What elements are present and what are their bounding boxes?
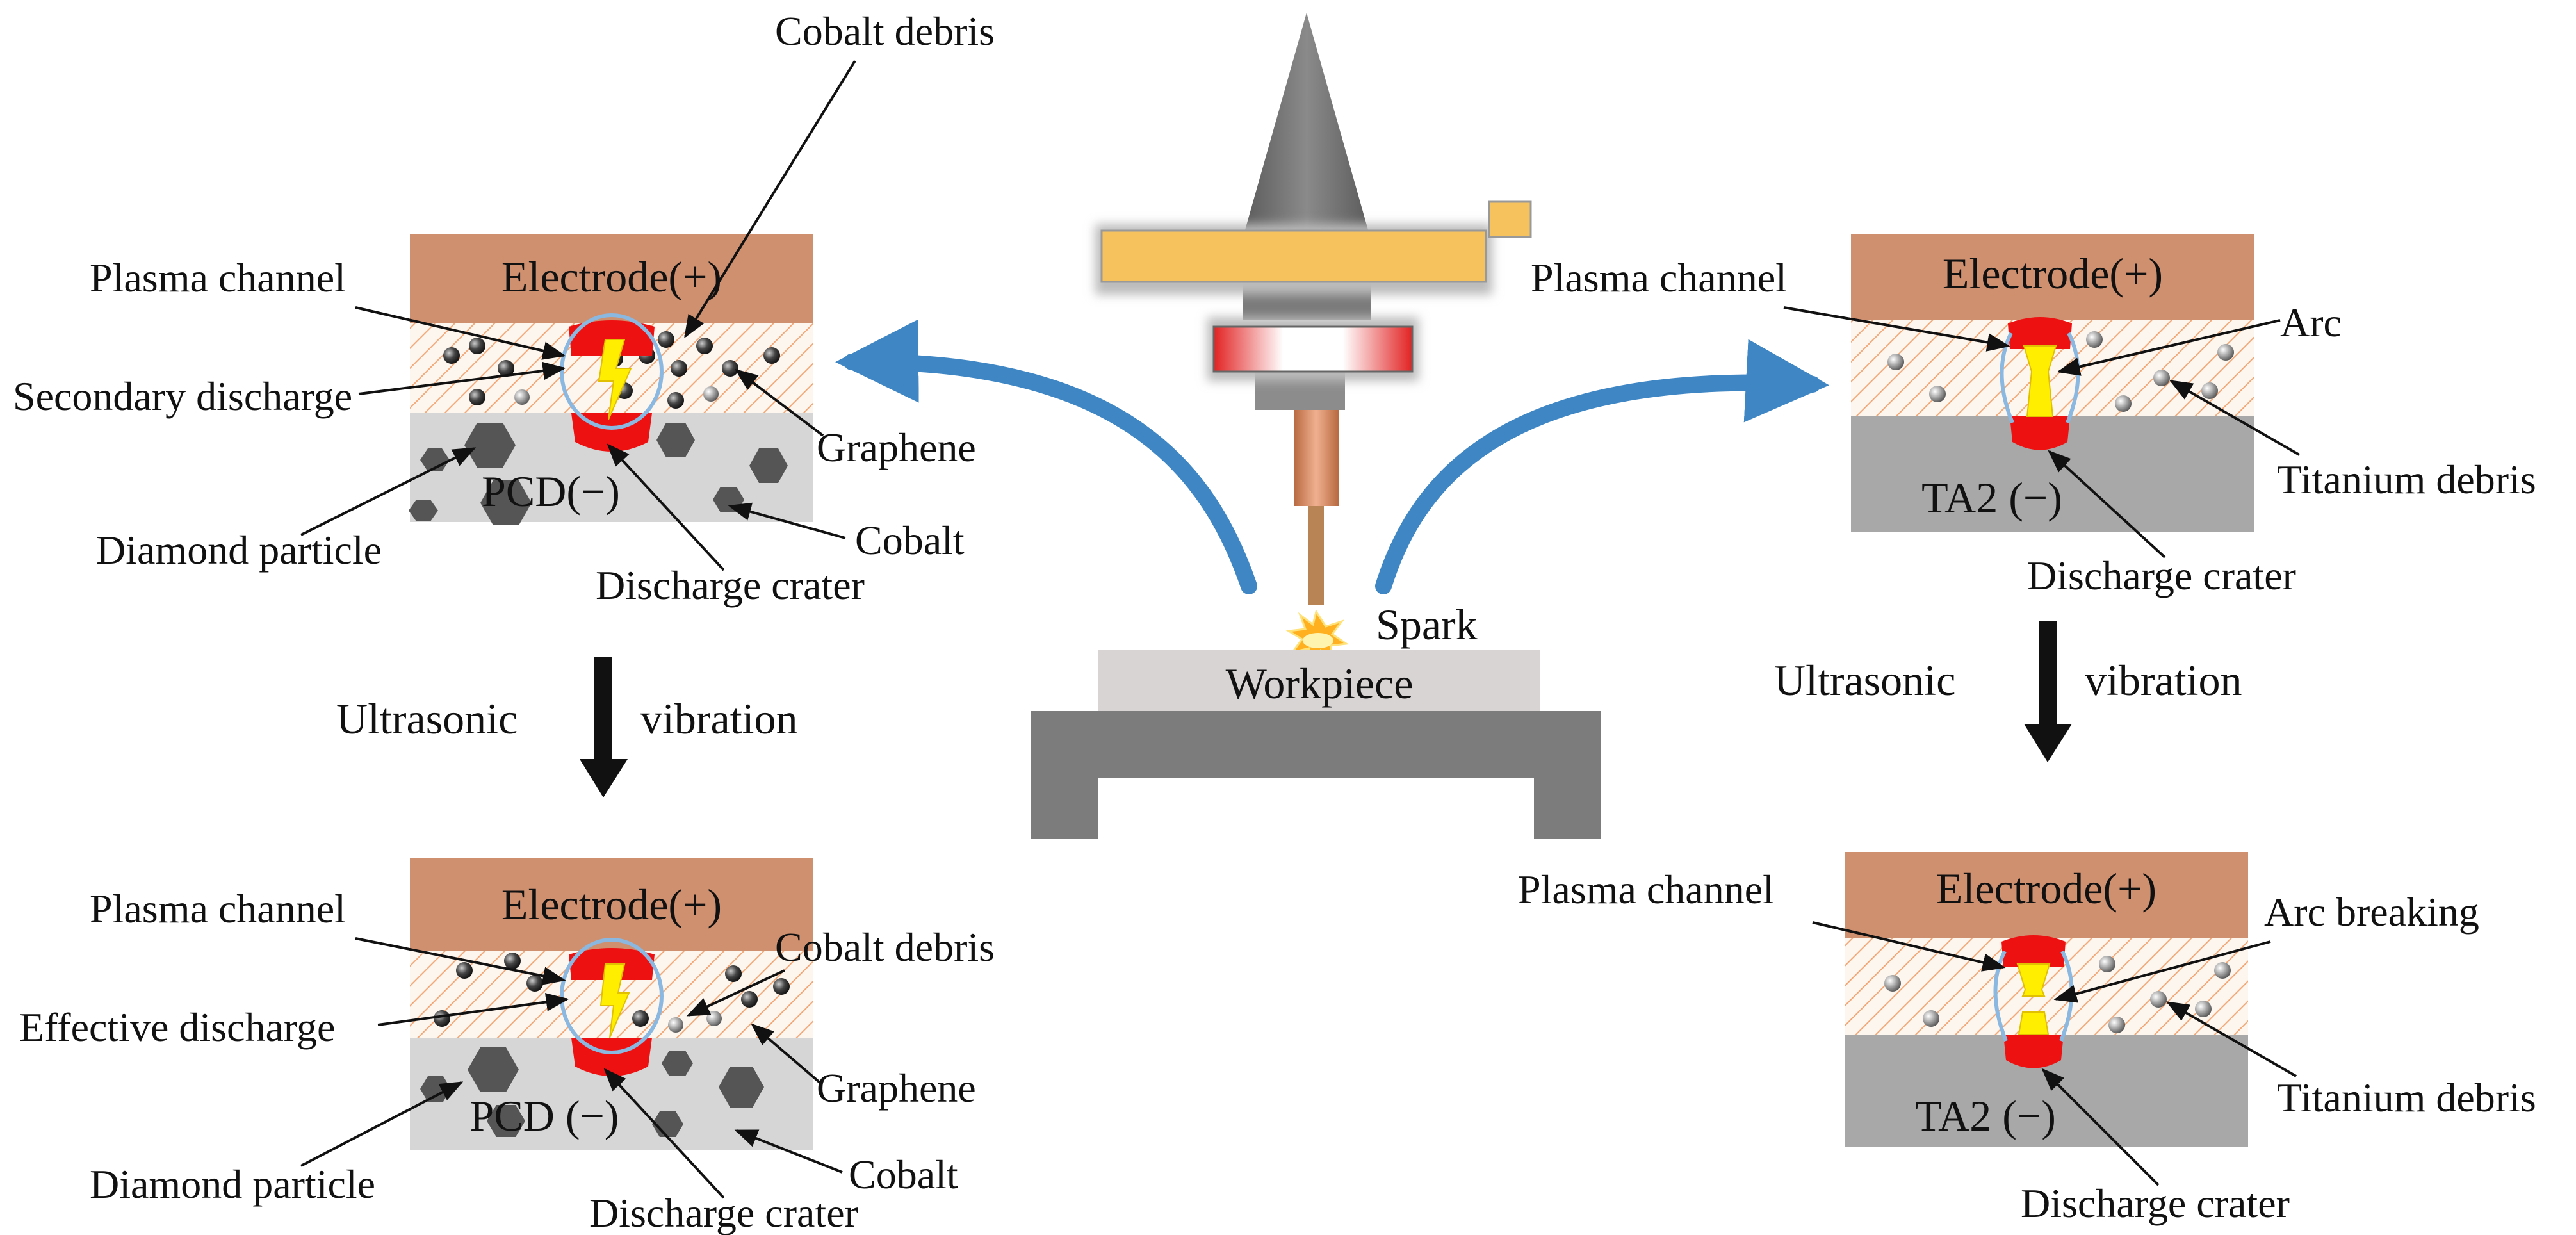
spark-label: Spark <box>1376 600 1478 649</box>
titanium-debris-label: Titanium debris <box>2277 457 2536 502</box>
ta2-label: TA2 (−) <box>1921 473 2062 522</box>
discharge-crater-label: Discharge crater <box>2021 1181 2290 1226</box>
electrode-layer <box>410 858 813 951</box>
ta2-label: TA2 (−) <box>1915 1092 2056 1140</box>
diamond-particle-label: Diamond particle <box>96 527 382 573</box>
plasma-channel-label: Plasma channel <box>90 886 346 931</box>
diamond-particle-label: Diamond particle <box>90 1161 375 1207</box>
plasma-channel-label: Plasma channel <box>1518 867 1774 912</box>
callout-lines <box>1812 921 2297 1186</box>
panel-pcd-before: Electrode(+) PCD(−) Plasma channel Secon… <box>13 8 995 608</box>
panel-ta2-after: Electrode(+) TA2 (−) Plasma channel Arc … <box>1518 852 2536 1226</box>
debris-particles <box>443 331 780 409</box>
workpiece-label: Workpiece <box>1226 659 1414 708</box>
arc-label: Arc <box>2280 300 2342 345</box>
electrode-label: Electrode(+) <box>501 880 722 929</box>
panel-pcd-after: Electrode(+) PCD (−) Plasma channel Effe… <box>19 858 995 1235</box>
cobalt-label: Cobalt <box>855 518 965 563</box>
discharge-crater-label: Discharge crater <box>596 562 865 608</box>
discharge-bolt <box>599 963 630 1038</box>
debris-particles <box>434 953 790 1033</box>
electrode-label: Electrode(+) <box>501 252 722 301</box>
edm-machine: Spark Workpiece <box>1031 13 1601 839</box>
arm-tab <box>1488 200 1532 238</box>
plasma-bottom <box>2003 1035 2064 1068</box>
arc-column <box>2023 345 2057 417</box>
plasma-channel-label: Plasma channel <box>90 255 346 300</box>
vibration-label: vibration <box>2085 656 2242 705</box>
diamond-particles <box>409 423 788 525</box>
callout-lines <box>300 937 843 1199</box>
transition-right: Ultrasonic vibration <box>1774 621 2242 762</box>
titanium-debris <box>1884 956 2231 1033</box>
workpiece-block <box>1098 650 1540 714</box>
electrode-layer <box>1845 852 2248 938</box>
down-arrow-shaft <box>2039 621 2057 730</box>
tool-tip <box>1308 506 1324 605</box>
pcd-label: PCD (−) <box>470 1092 619 1140</box>
cobalt-debris-label: Cobalt debris <box>775 924 995 970</box>
discharge-bolt <box>598 339 632 420</box>
effective-discharge-label: Effective discharge <box>19 1004 335 1050</box>
titanium-debris-label: Titanium debris <box>2277 1075 2536 1120</box>
transducer-ring <box>1212 325 1414 373</box>
tool-electrode <box>1294 410 1339 506</box>
plasma-channel-label: Plasma channel <box>1531 255 1787 300</box>
electrode-layer <box>1851 234 2254 320</box>
plasma-bottom <box>2010 416 2070 450</box>
ultrasonic-label: Ultrasonic <box>1774 656 1955 705</box>
electrode-label: Electrode(+) <box>1943 249 2163 298</box>
plasma-top <box>569 320 655 356</box>
cobalt-label: Cobalt <box>849 1152 958 1197</box>
curved-arrow-left <box>835 319 1257 594</box>
secondary-discharge-label: Secondary discharge <box>13 373 352 419</box>
arc-upper <box>2016 963 2051 997</box>
arc-breaking-label: Arc breaking <box>2264 889 2479 935</box>
panel-ta2-before: Electrode(+) TA2 (−) Plasma channel Arc … <box>1531 234 2536 598</box>
electrode-label: Electrode(+) <box>1936 864 2156 913</box>
plasma-top <box>2001 935 2066 967</box>
machine-arm <box>1100 229 1487 283</box>
plasma-top <box>2008 317 2072 349</box>
transition-left: Ultrasonic vibration <box>336 657 798 797</box>
machine-table <box>1031 711 1601 839</box>
down-arrow-head <box>2024 724 2072 762</box>
discharge-crater-label: Discharge crater <box>2027 553 2296 598</box>
cobalt-debris-label: Cobalt debris <box>775 8 995 54</box>
callout-lines <box>1783 306 2300 559</box>
vibration-label: vibration <box>640 694 798 743</box>
spindle-cone <box>1241 13 1372 243</box>
graphene-label: Graphene <box>817 1065 976 1111</box>
down-arrow-shaft <box>594 657 612 765</box>
ultrasonic-label: Ultrasonic <box>336 694 518 743</box>
arc-lower <box>2018 1011 2050 1035</box>
titanium-debris <box>1887 331 2234 412</box>
pcd-label: PCD(−) <box>482 467 620 516</box>
graphene-label: Graphene <box>817 425 976 470</box>
curved-arrow-right <box>1375 339 1829 594</box>
electrode-layer <box>410 234 813 323</box>
down-arrow-head <box>580 759 628 797</box>
callout-lines <box>300 60 856 571</box>
